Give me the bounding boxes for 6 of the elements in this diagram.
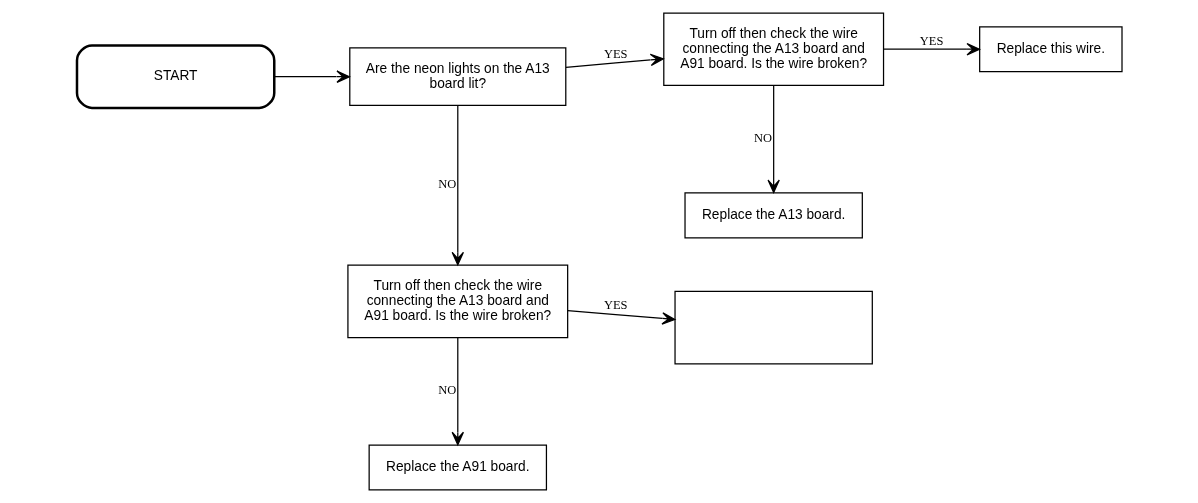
edge-label: NO [437,383,456,398]
edge-label: NO [437,177,456,192]
edge-label: NO [753,131,772,146]
edge-label: YES [919,34,943,49]
edge-label: YES [603,46,628,61]
edge-label: YES [603,297,628,312]
